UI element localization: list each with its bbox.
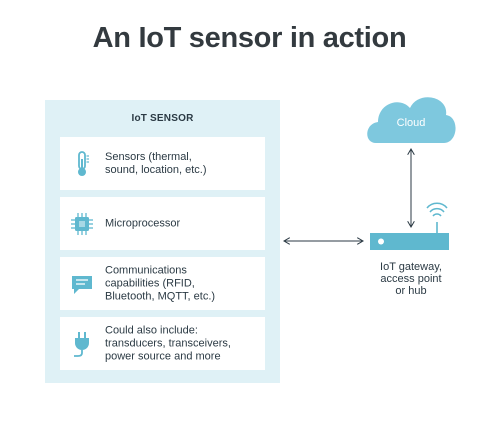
panel-title: IoT SENSOR	[131, 113, 194, 124]
chat-bubble-icon	[70, 270, 94, 298]
thermometer-icon	[70, 150, 94, 178]
microchip-icon	[70, 210, 94, 238]
cloud-label: Cloud	[396, 117, 426, 129]
component-communications: Communications capabilities (RFID, Bluet…	[60, 257, 265, 310]
router-icon	[370, 202, 449, 250]
plug-icon	[70, 330, 94, 358]
component-other: Could also include: transducers, transce…	[60, 317, 265, 370]
gateway-label: IoT gateway, access point or hub	[380, 261, 442, 297]
component-label: Microprocessor	[105, 217, 181, 229]
component-label: Communications capabilities (RFID, Bluet…	[105, 264, 216, 302]
component-label: Sensors (thermal, sound, location, etc.)	[105, 150, 207, 176]
component-sensors: Sensors (thermal, sound, location, etc.)	[60, 137, 265, 190]
diagram-title: An IoT sensor in action	[92, 22, 407, 54]
component-label: Could also include: transducers, transce…	[105, 324, 231, 362]
iot-sensor-panel: IoT SENSOR Sensors (thermal, sound, loca…	[45, 100, 280, 383]
component-microprocessor: Microprocessor	[60, 197, 265, 250]
